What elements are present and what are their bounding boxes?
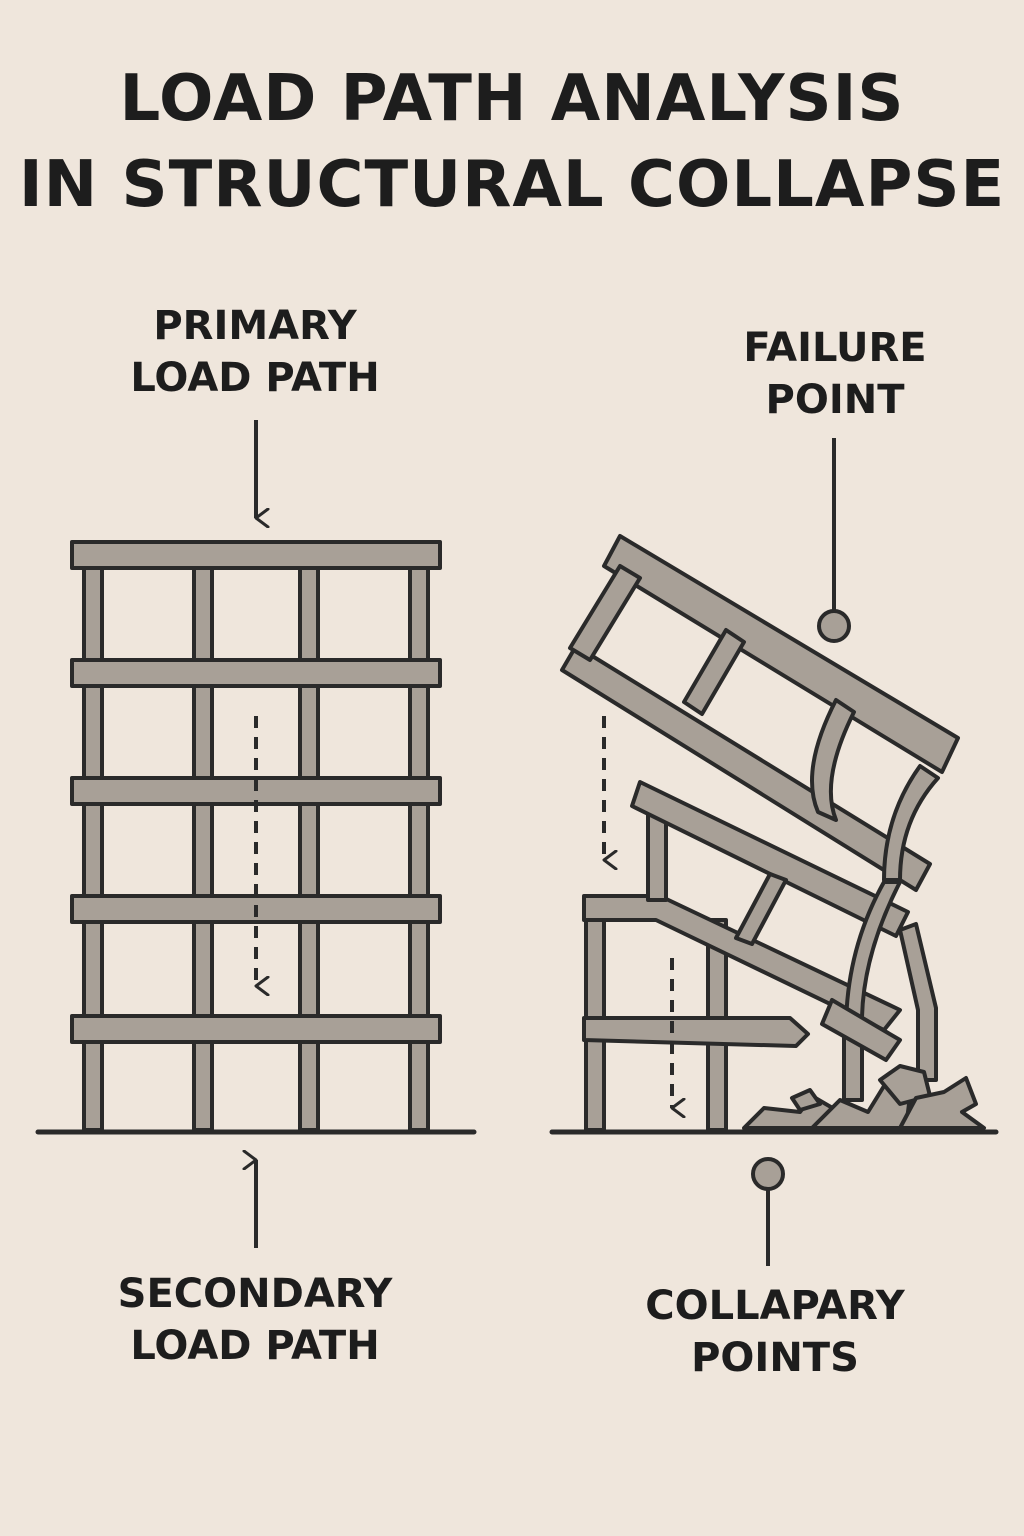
tilted-column: [682, 628, 746, 716]
collapse-point-marker: [751, 1157, 785, 1191]
primary-label-line-1: PRIMARY: [153, 303, 357, 349]
secondary-load-path-label: SECONDARY LOAD PATH: [90, 1268, 420, 1372]
title-line-2: IN STRUCTURAL COLLAPSE: [18, 148, 1006, 222]
floor-beam: [70, 658, 442, 688]
collapsing-building: [560, 534, 960, 1132]
broken-beam: [820, 998, 902, 1062]
broken-floor: [582, 1016, 810, 1048]
tilted-column: [734, 872, 788, 946]
buckling-column: [898, 922, 938, 1082]
remaining-column: [584, 898, 606, 1132]
rubble-pile: [742, 1064, 986, 1130]
failure-point-label: FAILURE POINT: [685, 322, 985, 426]
column: [82, 564, 104, 1132]
tilted-column: [810, 698, 856, 822]
roof-beam: [70, 540, 442, 570]
column: [192, 564, 214, 1132]
tilted-roof: [602, 534, 960, 774]
floor-beam: [70, 894, 442, 924]
title-line-1: LOAD PATH ANALYSIS: [119, 62, 905, 136]
primary-load-path-label: PRIMARY LOAD PATH: [105, 300, 405, 404]
column: [298, 564, 320, 1132]
failure-point-marker: [817, 609, 851, 643]
secondary-label-line-1: SECONDARY: [117, 1271, 393, 1317]
primary-label-line-2: LOAD PATH: [130, 355, 380, 401]
tilted-floor: [630, 780, 910, 938]
tilted-column: [568, 564, 642, 662]
secondary-label-line-2: LOAD PATH: [130, 1323, 380, 1369]
floor-beam: [70, 1014, 442, 1044]
collapse-label-line-1: COLLAPARY: [645, 1283, 905, 1329]
collapse-points-label: COLLAPARY POINTS: [610, 1280, 940, 1384]
intact-building: [70, 540, 442, 1132]
failure-label-line-2: POINT: [765, 377, 905, 423]
column: [408, 564, 430, 1132]
collapse-label-line-2: POINTS: [691, 1335, 859, 1381]
failure-label-line-1: FAILURE: [743, 325, 927, 371]
